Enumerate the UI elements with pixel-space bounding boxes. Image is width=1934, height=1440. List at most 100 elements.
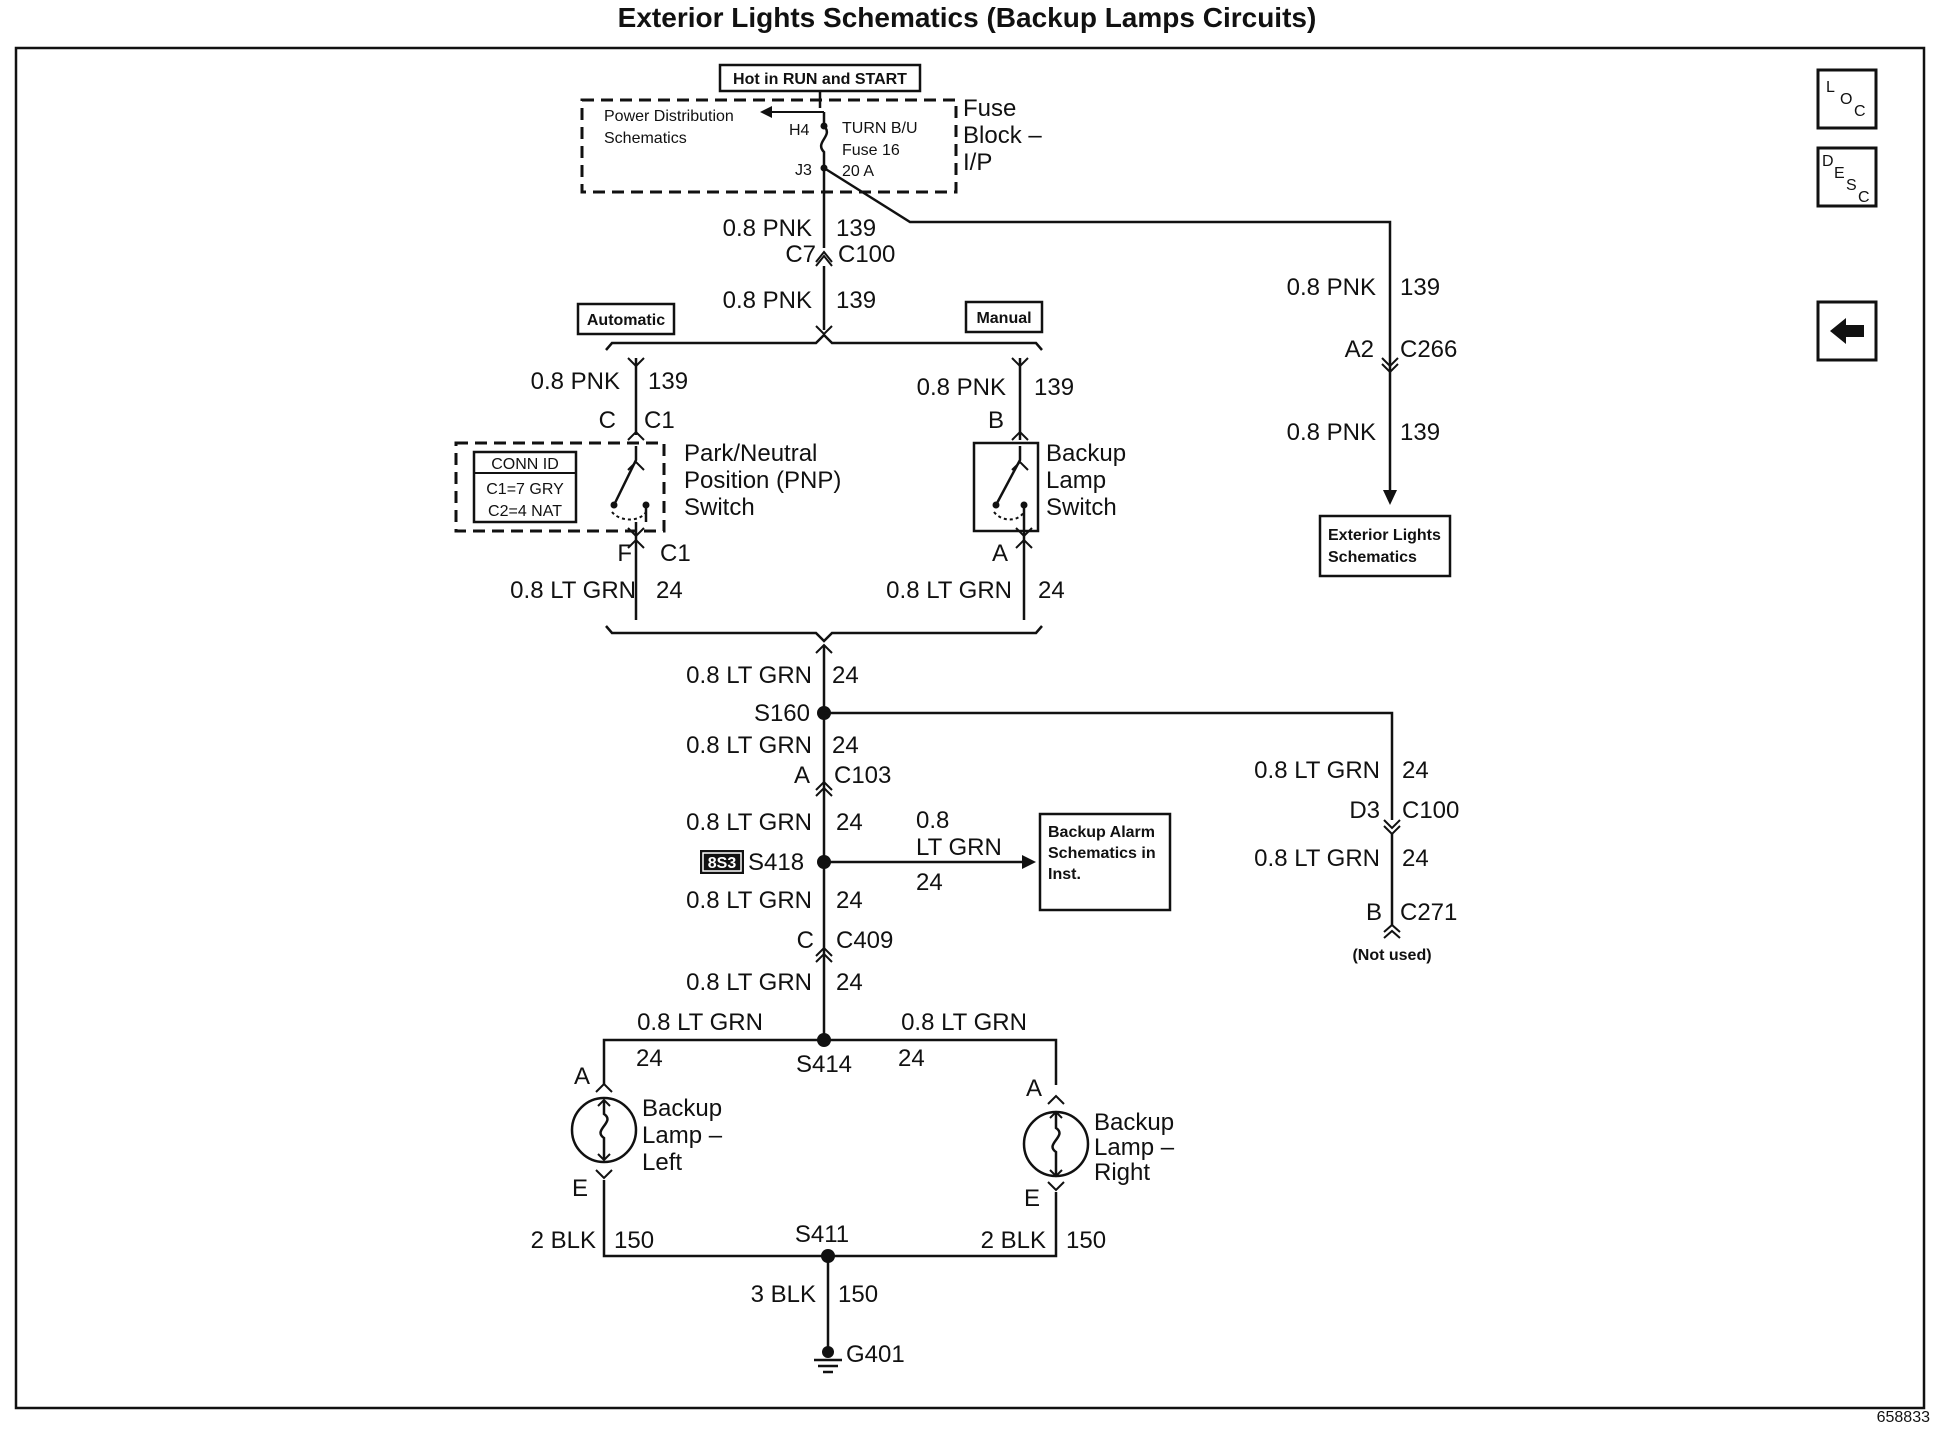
splice-s160-label: S160 — [754, 700, 810, 727]
conn-c100: C100 — [838, 241, 895, 268]
option-brace-bottom — [605, 625, 1043, 643]
wire-label-ltgrn-pnp: 0.8 LT GRN — [510, 577, 636, 604]
pin-j3: J3 — [795, 162, 812, 179]
svg-text:C: C — [1854, 103, 1866, 120]
diagram-frame — [14, 46, 1926, 1410]
splice-s418-label: S418 — [748, 849, 804, 876]
splice-s414-label: S414 — [796, 1051, 852, 1078]
wire-label-ltgrn-nu-2: 0.8 LT GRN — [1254, 845, 1380, 872]
bls-pin-b: B — [988, 407, 1004, 434]
pds-line2: Schematics — [604, 130, 687, 147]
svg-text:S: S — [1846, 177, 1857, 194]
backup-alarm-schematics-box — [1038, 812, 1172, 912]
branch-ltgrn: LT GRN — [916, 834, 1002, 861]
circuit-139-pnp: 139 — [648, 368, 688, 395]
ground-g401-label: G401 — [846, 1341, 905, 1368]
circuit-24-left: 24 — [636, 1045, 663, 1072]
fuse-line3: 20 A — [842, 163, 874, 180]
wire-label-pnk-pnp: 0.8 PNK — [531, 368, 620, 395]
circuit-150-right: 150 — [1066, 1227, 1106, 1254]
circuit-139-2: 139 — [836, 287, 876, 314]
manual-option-box — [964, 300, 1044, 334]
backup-lamp-switch-box — [972, 441, 1040, 533]
wire-label-ltgrn-2: 0.8 LT GRN — [686, 732, 812, 759]
circuit-24-right: 24 — [898, 1045, 925, 1072]
fuse-line1: TURN B/U — [842, 120, 918, 137]
loc-icon: L O C — [1826, 79, 1866, 120]
left-lamp-line1: Backup — [642, 1095, 722, 1122]
svg-text:L: L — [1826, 79, 1835, 96]
pds-line1: Power Distribution — [604, 108, 734, 125]
pnp-conn-c1-bottom: C1 — [660, 540, 691, 567]
pnp-pin-c: C — [599, 407, 616, 434]
bls-label-line1: Backup — [1046, 440, 1126, 467]
conn-id-c1: C1=7 GRY — [486, 481, 564, 498]
wire-3blk: 3 BLK — [751, 1281, 816, 1308]
arrow-right-icon — [1022, 855, 1036, 869]
wire-label-pnk-2: 0.8 PNK — [723, 287, 812, 314]
circuit-150-ground: 150 — [838, 1281, 878, 1308]
ext-lights-line2: Schematics — [1328, 549, 1417, 566]
circuit-139-bls: 139 — [1034, 374, 1074, 401]
right-lamp-line1: Backup — [1094, 1109, 1174, 1136]
circuit-139-right-1: 139 — [1400, 274, 1440, 301]
wire-label-ltgrn-3: 0.8 LT GRN — [686, 809, 812, 836]
back-arrow-icon — [1830, 318, 1864, 344]
pin-d3: D3 — [1349, 797, 1380, 824]
bls-switch-symbol — [994, 446, 1026, 522]
bls-label-line3: Switch — [1046, 494, 1117, 521]
pin-c-c409: C — [797, 927, 814, 954]
pnp-conn-c1-top: C1 — [644, 407, 675, 434]
splice-s411-label: S411 — [795, 1221, 849, 1248]
svg-text:E: E — [1834, 165, 1845, 182]
wire-label-pnk-bls: 0.8 PNK — [917, 374, 1006, 401]
hot-in-run-start-box — [718, 63, 922, 93]
loc-button[interactable]: L O C — [1816, 68, 1878, 130]
conn-c271: C271 — [1400, 899, 1457, 926]
pin-b-c271: B — [1366, 899, 1382, 926]
manual-label: Manual — [976, 310, 1031, 327]
badge-8s3 — [700, 850, 744, 874]
figure-id: 658833 — [1877, 1409, 1930, 1426]
left-lamp-line2: Lamp – — [642, 1122, 723, 1149]
left-lamp-pin-e: E — [572, 1175, 588, 1202]
pin-a-c103: A — [794, 762, 810, 789]
not-used-label: (Not used) — [1352, 947, 1431, 964]
wire-label-pnk-right-2: 0.8 PNK — [1287, 419, 1376, 446]
circuit-24-pnp: 24 — [656, 577, 683, 604]
wire-label-pnk-1: 0.8 PNK — [723, 215, 812, 242]
right-lamp-pin-e: E — [1024, 1185, 1040, 1212]
connector-c7-symbol — [815, 250, 833, 267]
circuit-150-left: 150 — [614, 1227, 654, 1254]
right-lamp-line2: Lamp – — [1094, 1134, 1175, 1161]
circuit-139-1: 139 — [836, 215, 876, 242]
fuse-block-line2: Block – — [963, 122, 1042, 149]
pnp-switch-symbol — [612, 446, 648, 522]
alarm-line1: Backup Alarm — [1048, 824, 1155, 841]
wire-label-ltgrn-1: 0.8 LT GRN — [686, 662, 812, 689]
circuit-24-nu-1: 24 — [1402, 757, 1429, 784]
conn-id-box — [472, 450, 578, 524]
wire-label-ltgrn-4: 0.8 LT GRN — [686, 887, 812, 914]
back-button[interactable] — [1816, 300, 1878, 362]
exterior-lights-schematics-box — [1318, 514, 1452, 578]
pin-a2: A2 — [1345, 336, 1374, 363]
pnp-label-line2: Position (PNP) — [684, 467, 841, 494]
circuit-24-bls: 24 — [1038, 577, 1065, 604]
svg-text:D: D — [1822, 153, 1834, 170]
circuit-139-right-2: 139 — [1400, 419, 1440, 446]
right-lamp-line3: Right — [1094, 1159, 1150, 1186]
automatic-label: Automatic — [587, 312, 665, 329]
fuse-block-line1: Fuse — [963, 95, 1016, 122]
desc-button[interactable]: D E S C — [1816, 146, 1878, 208]
branch-24: 24 — [916, 869, 943, 896]
arrow-left-icon — [760, 106, 772, 118]
conn-c100-nu: C100 — [1402, 797, 1459, 824]
pin-h4: H4 — [789, 122, 810, 139]
fuse-block-line3: I/P — [963, 149, 992, 176]
conn-c409: C409 — [836, 927, 893, 954]
bls-pin-a: A — [992, 540, 1008, 567]
option-brace-top — [605, 333, 1043, 351]
wire-label-ltgrn-right: 0.8 LT GRN — [901, 1009, 1027, 1036]
